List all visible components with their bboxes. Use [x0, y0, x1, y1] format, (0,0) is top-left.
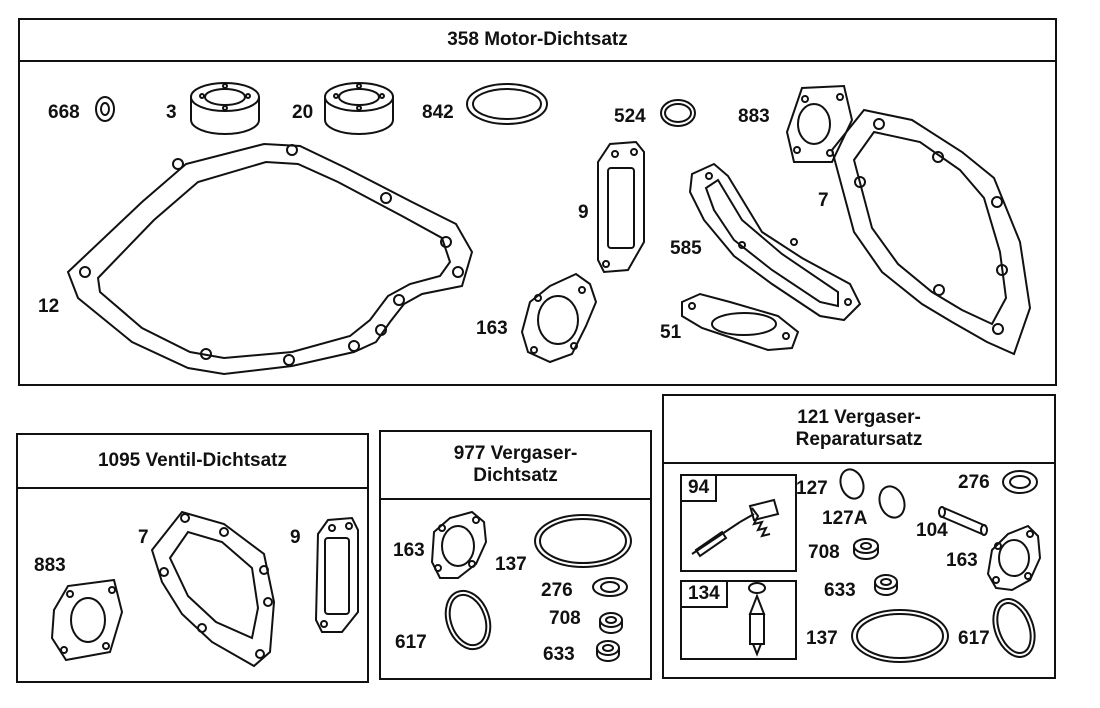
carburetor-repair-kit-title-line1: 121 Vergaser-: [797, 407, 921, 429]
label-883: 883: [738, 106, 770, 127]
part-9-breather-gasket: [316, 518, 358, 632]
carburetor-repair-kit-panel: 121 Vergaser- Reparatursatz 94 134: [662, 394, 1056, 679]
part-7-cylinder-head-gasket: [152, 512, 274, 666]
part-3-oil-seal: [191, 83, 259, 134]
label-137: 137: [495, 554, 527, 575]
part-708-seal: [600, 613, 622, 633]
label-127: 127: [796, 478, 828, 499]
part-7-cylinder-head-gasket: [832, 110, 1030, 354]
carburetor-repair-kit-title: 121 Vergaser- Reparatursatz: [664, 396, 1054, 464]
part-137-o-ring: [852, 610, 948, 662]
part-668-washer: [96, 97, 114, 121]
valve-gasket-kit-panel: 1095 Ventil-Dichtsatz 883 7 9: [16, 433, 369, 683]
label-7: 7: [818, 190, 829, 211]
part-134-box: 134: [680, 580, 797, 660]
part-617-o-ring: [986, 593, 1042, 662]
part-9-breather-gasket: [598, 142, 644, 272]
part-163-carburetor-gasket: [432, 512, 486, 578]
carburetor-gasket-kit-title-line2: Dichtsatz: [473, 465, 558, 486]
motor-gasket-kit-title: 358 Motor-Dichtsatz: [20, 20, 1055, 62]
label-3: 3: [166, 102, 177, 123]
part-20-oil-seal: [325, 83, 393, 134]
carburetor-gasket-kit-title-line1: 977 Vergaser-: [453, 443, 578, 465]
part-524-o-ring: [661, 100, 695, 126]
label-524: 524: [614, 106, 646, 127]
label-12: 12: [38, 296, 60, 317]
label-9: 9: [578, 202, 589, 223]
label-883: 883: [34, 555, 66, 576]
part-883-gasket: [52, 580, 122, 660]
valve-gasket-kit-title: 1095 Ventil-Dichtsatz: [18, 435, 367, 489]
label-163: 163: [393, 540, 425, 561]
motor-kit-drawing: [20, 20, 1059, 388]
part-163-carburetor-gasket: [988, 526, 1040, 590]
label-9: 9: [290, 527, 301, 548]
label-163: 163: [476, 318, 508, 339]
label-708: 708: [549, 608, 581, 629]
part-617-o-ring: [438, 585, 498, 656]
label-51: 51: [660, 322, 682, 343]
part-127a-disc: [875, 483, 908, 521]
carburetor-repair-kit-title-line2: Reparatursatz: [795, 429, 923, 450]
part-51-exhaust-gasket: [682, 294, 798, 350]
part-883-gasket: [787, 86, 852, 162]
motor-gasket-kit-panel: 358 Motor-Dichtsatz: [18, 18, 1057, 386]
label-668: 668: [48, 102, 80, 123]
label-842: 842: [422, 102, 454, 123]
part-276-seal: [1003, 471, 1037, 493]
label-20: 20: [292, 102, 314, 123]
part-94-tag: 94: [682, 476, 718, 502]
part-708-seal: [854, 539, 878, 559]
label-276: 276: [958, 472, 990, 493]
label-633: 633: [543, 644, 575, 665]
label-617: 617: [395, 632, 427, 653]
label-617: 617: [958, 628, 990, 649]
carburetor-gasket-kit-title: 977 Vergaser- Dichtsatz: [381, 432, 650, 500]
part-134-tag: 134: [682, 582, 728, 608]
label-585: 585: [670, 238, 702, 259]
part-137-o-ring: [535, 515, 631, 567]
part-127-disc: [837, 466, 868, 502]
part-163-carburetor-gasket: [522, 274, 596, 362]
label-7: 7: [138, 527, 149, 548]
label-163: 163: [946, 550, 978, 571]
label-276: 276: [541, 580, 573, 601]
carburetor-gasket-kit-panel: 977 Vergaser- Dichtsatz: [379, 430, 652, 680]
label-633: 633: [824, 580, 856, 601]
part-276-seal: [593, 578, 627, 596]
part-633-seal: [597, 641, 619, 661]
label-104: 104: [916, 520, 948, 541]
part-94-box: 94: [680, 474, 797, 572]
part-585-intake-gasket: [690, 164, 860, 320]
label-137: 137: [806, 628, 838, 649]
label-708: 708: [808, 542, 840, 563]
part-633-seal: [875, 575, 897, 595]
part-842-o-ring: [467, 84, 547, 124]
part-12-crankcase-gasket: [68, 144, 472, 374]
label-127a: 127A: [822, 508, 868, 529]
